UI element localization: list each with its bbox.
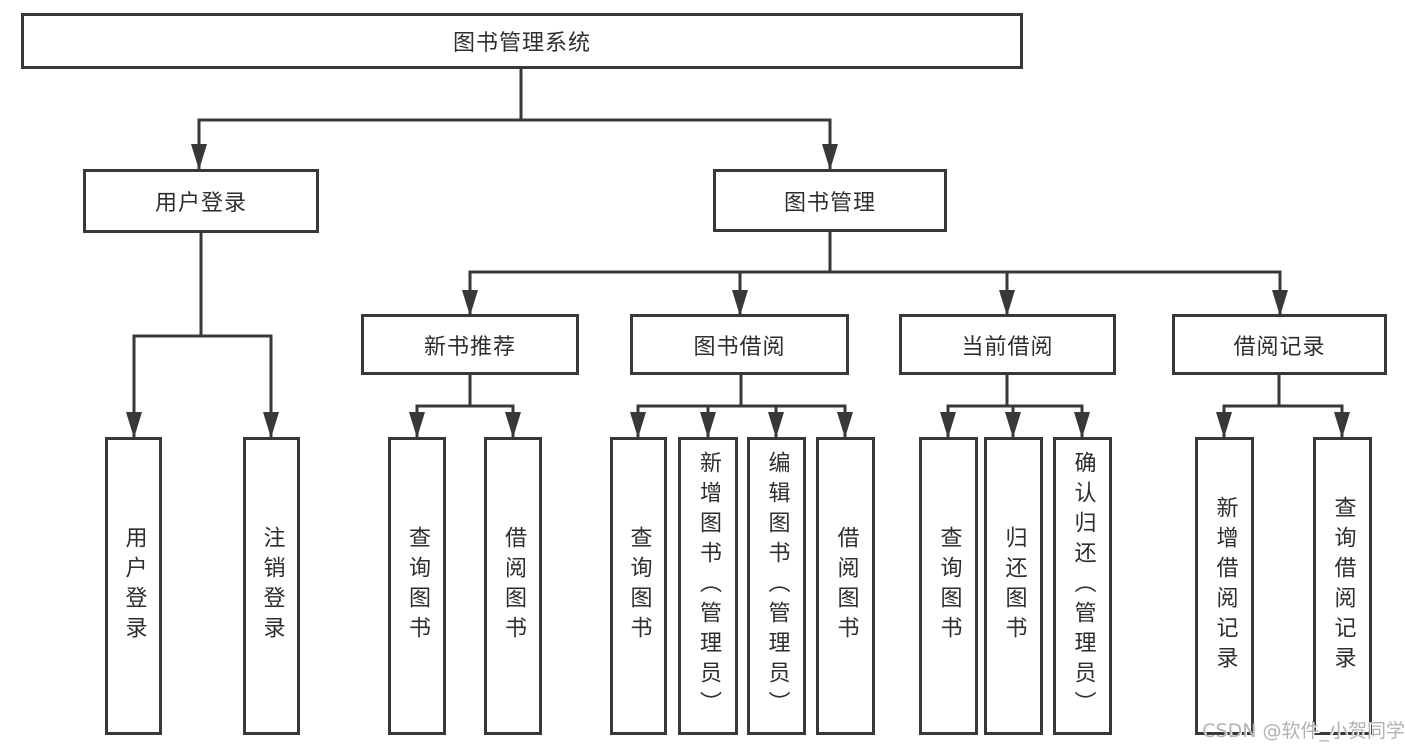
csdn-watermark: CSDN @软件_小贺同学 — [1202, 720, 1405, 742]
node-label: 新书推荐 — [423, 334, 516, 360]
node-label: 借阅图书 — [833, 526, 859, 646]
leaf-logout: 注销登录 — [243, 437, 300, 735]
leaf-return-books: 归还图书 — [984, 437, 1043, 735]
node-label: 注销登录 — [259, 526, 285, 646]
leaf-query-borrow-record: 查询借阅记录 — [1313, 437, 1372, 735]
node-label: 新增图书（管理员） — [696, 451, 721, 721]
node-label: 图书管理系统 — [452, 31, 591, 56]
node-label: 借阅图书 — [501, 526, 526, 646]
node-label: 用户登录 — [154, 191, 247, 216]
leaf-user-login: 用户登录 — [105, 437, 162, 735]
node-label: 当前借阅 — [961, 334, 1054, 360]
node-label: 确认归还（管理员） — [1070, 451, 1096, 721]
node-label: 新增借阅记录 — [1212, 496, 1238, 676]
node-label: 用户登录 — [121, 526, 147, 646]
node-label: 借阅记录 — [1233, 334, 1326, 360]
node-label: 查询借阅记录 — [1330, 496, 1356, 676]
leaf-query-books-current: 查询图书 — [919, 437, 978, 735]
node-new-book-recommendation: 新书推荐 — [361, 314, 579, 375]
node-book-management-module: 图书管理 — [713, 169, 947, 232]
node-current-borrowing: 当前借阅 — [899, 314, 1116, 375]
leaf-add-books-admin: 新增图书（管理员） — [678, 437, 738, 735]
node-label: 查询图书 — [936, 526, 962, 646]
node-book-borrowing: 图书借阅 — [630, 314, 849, 375]
node-library-management-system: 图书管理系统 — [21, 13, 1023, 69]
node-label: 查询图书 — [626, 526, 652, 646]
node-user-login-module: 用户登录 — [83, 169, 319, 233]
leaf-add-borrow-record: 新增借阅记录 — [1195, 437, 1254, 735]
leaf-query-books-recommend: 查询图书 — [388, 437, 446, 735]
node-borrowing-records: 借阅记录 — [1172, 314, 1387, 375]
leaf-borrow-books-recommend: 借阅图书 — [484, 437, 542, 735]
node-label: 编辑图书（管理员） — [764, 451, 790, 721]
node-label: 图书借阅 — [693, 334, 786, 360]
leaf-confirm-return-admin: 确认归还（管理员） — [1053, 437, 1112, 735]
node-label: 归还图书 — [1001, 526, 1027, 646]
node-label: 图书管理 — [783, 190, 876, 216]
leaf-borrow-books: 借阅图书 — [816, 437, 875, 735]
leaf-edit-books-admin: 编辑图书（管理员） — [747, 437, 806, 735]
leaf-query-books-borrow: 查询图书 — [610, 437, 667, 735]
node-label: 查询图书 — [405, 526, 430, 646]
